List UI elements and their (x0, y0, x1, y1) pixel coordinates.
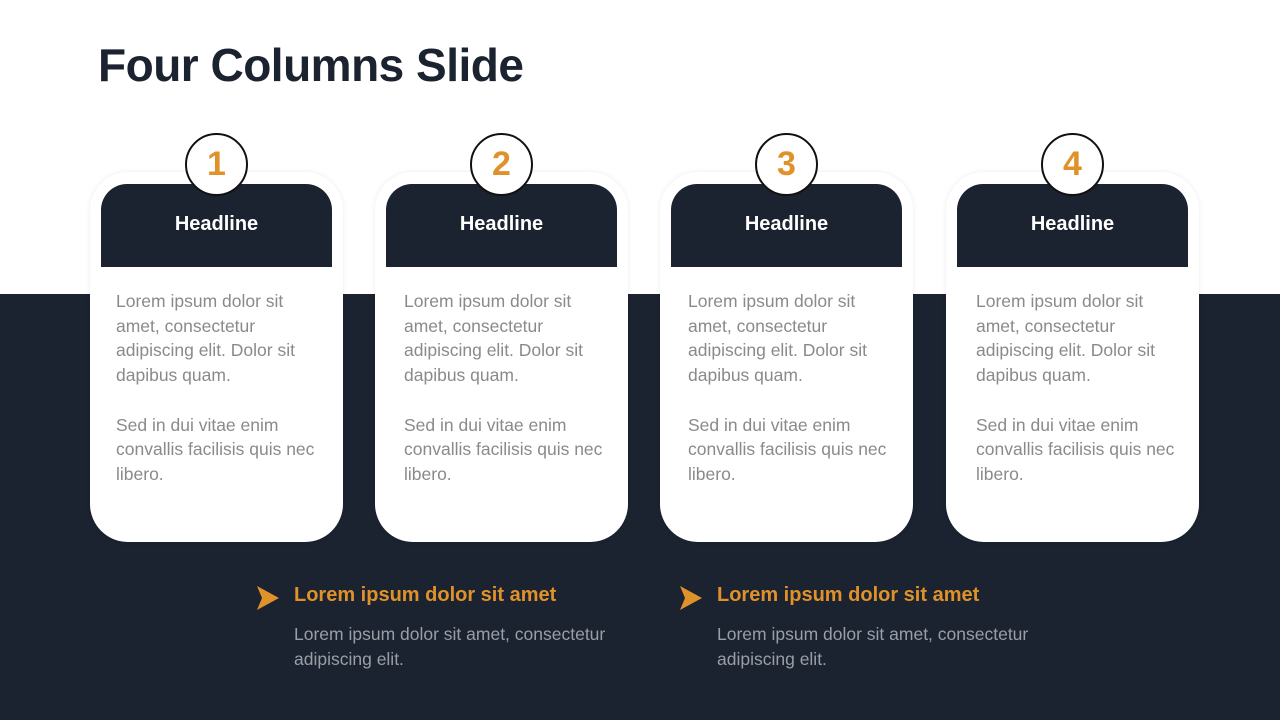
number-badge: 3 (755, 133, 818, 196)
callout-title: Lorem ipsum dolor sit amet (717, 584, 980, 606)
card-paragraph: Lorem ipsum dolor sit amet, consectetur … (976, 291, 1155, 386)
card-paragraph: Sed in dui vitae enim convallis facilisi… (688, 414, 887, 484)
number-badge: 4 (1041, 133, 1104, 196)
card-paragraph: Sed in dui vitae enim convallis facilisi… (116, 414, 315, 484)
number-badge: 1 (185, 133, 248, 196)
callout-body: Lorem ipsum dolor sit amet, consectetur … (294, 624, 606, 669)
card-headline: Headline (459, 213, 544, 235)
card-body: Lorem ipsum dolor sit amet, consectetur … (404, 289, 614, 487)
card-paragraph: Lorem ipsum dolor sit amet, consectetur … (404, 291, 583, 386)
arrow-right-icon (680, 586, 702, 610)
card-header: Headline (386, 184, 617, 267)
column-card-4: 4 Headline Lorem ipsum dolor sit amet, c… (946, 133, 1199, 542)
callout-body: Lorem ipsum dolor sit amet, consectetur … (717, 624, 1029, 669)
card-body: Lorem ipsum dolor sit amet, consectetur … (976, 289, 1186, 487)
slide-title: Four Columns Slide (98, 39, 524, 91)
card-headline: Headline (1030, 213, 1115, 235)
column-card-2: 2 Headline Lorem ipsum dolor sit amet, c… (375, 133, 628, 542)
card-header: Headline (101, 184, 332, 267)
card-header: Headline (671, 184, 902, 267)
card-paragraph: Lorem ipsum dolor sit amet, consectetur … (116, 291, 295, 386)
card-headline: Headline (744, 213, 829, 235)
arrow-right-icon (257, 586, 279, 610)
card-paragraph: Lorem ipsum dolor sit amet, consectetur … (688, 291, 867, 386)
card-header: Headline (957, 184, 1188, 267)
card-headline: Headline (174, 213, 259, 235)
column-card-3: 3 Headline Lorem ipsum dolor sit amet, c… (660, 133, 913, 542)
number-badge: 2 (470, 133, 533, 196)
card-paragraph: Sed in dui vitae enim convallis facilisi… (404, 414, 603, 484)
callout-title: Lorem ipsum dolor sit amet (294, 584, 557, 606)
card-body: Lorem ipsum dolor sit amet, consectetur … (116, 289, 326, 487)
card-body: Lorem ipsum dolor sit amet, consectetur … (688, 289, 898, 487)
column-card-1: 1 Headline Lorem ipsum dolor sit amet, c… (90, 133, 343, 542)
card-paragraph: Sed in dui vitae enim convallis facilisi… (976, 414, 1175, 484)
